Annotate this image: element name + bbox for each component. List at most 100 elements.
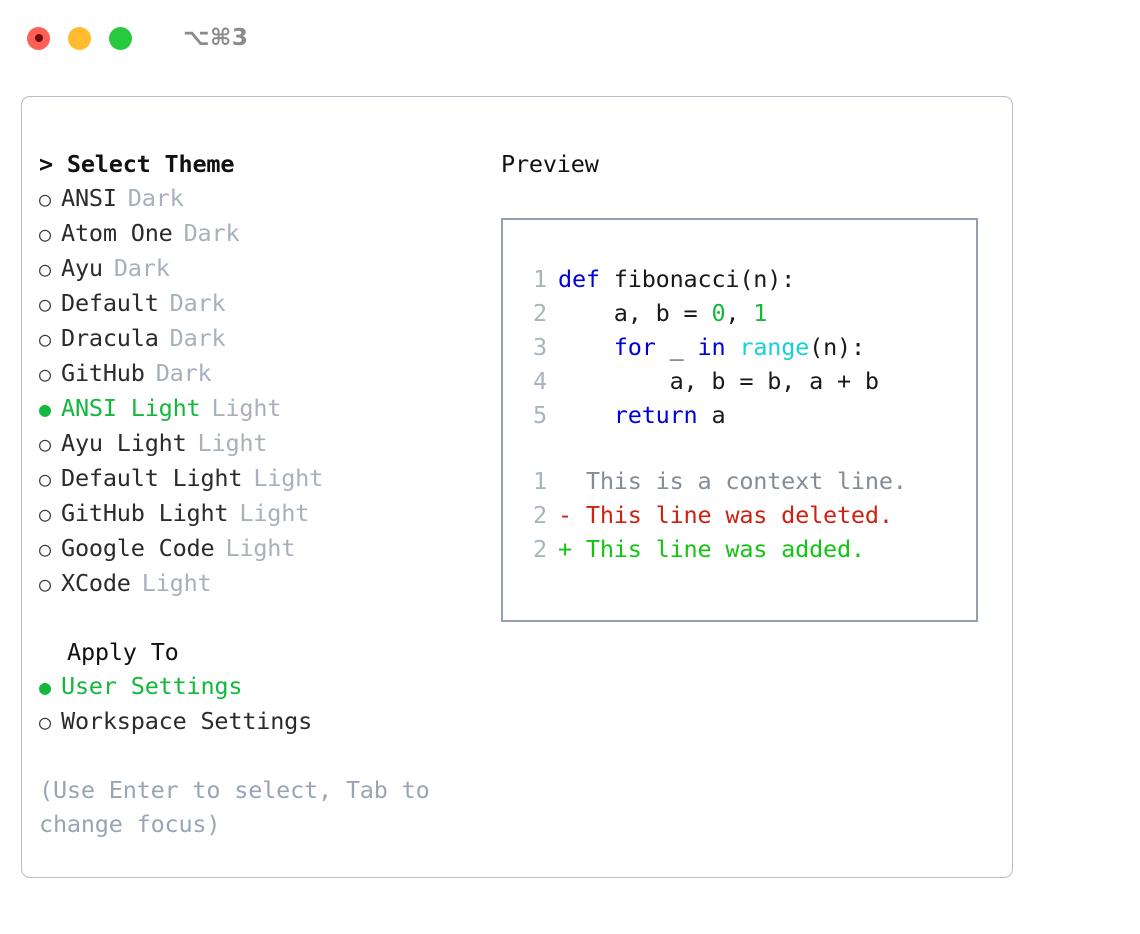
radio-icon: ○ <box>39 222 51 246</box>
theme-list-item[interactable]: ○ Ayu Light Light <box>39 426 489 461</box>
theme-list-item[interactable]: ○ Google Code Light <box>39 531 489 566</box>
radio-icon: ○ <box>39 572 51 596</box>
theme-list-item[interactable]: ○ Default Light Light <box>39 461 489 496</box>
theme-variant: Dark <box>155 359 212 387</box>
apply-to-item[interactable]: ○ Workspace Settings <box>39 704 489 739</box>
code-token: def <box>558 265 600 293</box>
diff-line-context: 1 This is a context line. <box>517 464 970 498</box>
code-line: 4 a, b = b, a + b <box>517 364 970 398</box>
line-number: 1 <box>533 467 547 495</box>
radio-icon: ○ <box>39 467 51 491</box>
code-content: for _ in range(n): <box>558 330 865 364</box>
code-token: _ <box>655 333 698 361</box>
apply-to-list: ●User Settings ○ Workspace Settings <box>39 669 489 739</box>
page-title: > Select Theme <box>39 147 489 181</box>
theme-name: Default Light <box>61 464 243 492</box>
title-bar: ⌥⌘3 <box>0 0 1140 76</box>
line-number: 2 <box>533 535 547 563</box>
theme-list-item[interactable]: ○ GitHub Dark <box>39 356 489 391</box>
theme-name: XCode <box>61 569 131 597</box>
radio-icon: ○ <box>39 710 51 734</box>
diff-sample: 1 This is a context line. 2- This line w… <box>517 464 970 566</box>
code-token: a, b = <box>558 299 712 327</box>
diff-line-added: 2 + This line was added. <box>517 532 970 566</box>
code-token: range <box>739 333 810 361</box>
code-token <box>558 333 614 361</box>
theme-list-item[interactable]: ○ Ayu Dark <box>39 251 489 286</box>
line-number: 4 <box>533 367 547 395</box>
theme-variant: Light <box>197 429 268 457</box>
window-controls <box>27 26 132 50</box>
diff-marker: + <box>558 535 586 563</box>
code-token <box>725 333 739 361</box>
theme-name: ANSI Light <box>61 394 201 422</box>
code-content: def fibonacci(n): <box>558 262 795 296</box>
keyboard-shortcut-label: ⌥⌘3 <box>183 25 249 51</box>
theme-list-item[interactable]: ○ XCode Light <box>39 566 489 601</box>
code-token: a, b = b, a + b <box>558 367 879 395</box>
diff-text: This line was added. <box>585 535 865 563</box>
maximize-button[interactable] <box>109 26 132 50</box>
code-token <box>558 401 614 429</box>
radio-icon: ○ <box>39 257 51 281</box>
close-button[interactable] <box>27 26 50 50</box>
code-line: 2 a, b = 0, 1 <box>517 296 970 330</box>
theme-name: Google Code <box>61 534 215 562</box>
theme-list-item[interactable]: ○ Dracula Dark <box>39 321 489 356</box>
theme-variant: Dark <box>127 184 184 212</box>
theme-variant: Light <box>141 569 212 597</box>
diff-marker <box>558 464 586 498</box>
theme-name: ANSI <box>61 184 117 212</box>
code-token: in <box>697 333 726 361</box>
theme-variant: Light <box>253 464 324 492</box>
code-content: return a <box>558 398 726 432</box>
theme-variant: Light <box>225 534 296 562</box>
diff-text: This line was deleted. <box>585 501 893 529</box>
apply-to-label: User Settings <box>61 672 243 700</box>
code-line: 3 for _ in range(n): <box>517 330 970 364</box>
page-title-label: Select Theme <box>66 150 235 178</box>
diff-text: This is a context line. <box>585 467 907 495</box>
code-token: 1 <box>753 299 768 327</box>
code-token: a <box>697 401 726 429</box>
minimize-button[interactable] <box>68 26 91 50</box>
code-content: a, b = b, a + b <box>558 364 879 398</box>
apply-to-heading: Apply To <box>67 638 179 666</box>
code-token: , <box>725 299 754 327</box>
prompt-caret-icon: > <box>39 150 67 178</box>
theme-name: Ayu Light <box>61 429 187 457</box>
theme-name: GitHub <box>61 359 145 387</box>
preview-title: Preview <box>501 150 599 178</box>
radio-icon: ○ <box>39 327 51 351</box>
radio-icon: ○ <box>39 502 51 526</box>
apply-to-label: Workspace Settings <box>61 707 313 735</box>
code-token: 0 <box>711 299 726 327</box>
apply-to-item-selected[interactable]: ●User Settings <box>39 669 489 704</box>
theme-name: Ayu <box>61 254 103 282</box>
line-number: 2 <box>533 501 547 529</box>
radio-selected-icon: ● <box>39 397 51 421</box>
line-number: 5 <box>533 401 547 429</box>
radio-icon: ○ <box>39 537 51 561</box>
theme-name: Dracula <box>61 324 159 352</box>
radio-icon: ○ <box>39 362 51 386</box>
theme-variant: Dark <box>113 254 170 282</box>
theme-variant: Dark <box>169 324 226 352</box>
diff-line-deleted: 2- This line was deleted. <box>517 498 970 532</box>
section-divider <box>39 601 489 635</box>
theme-variant: Dark <box>169 289 226 317</box>
diff-marker: - <box>558 501 586 529</box>
code-content: a, b = 0, 1 <box>558 296 768 330</box>
radio-icon: ○ <box>39 432 51 456</box>
theme-variant: Dark <box>183 219 240 247</box>
